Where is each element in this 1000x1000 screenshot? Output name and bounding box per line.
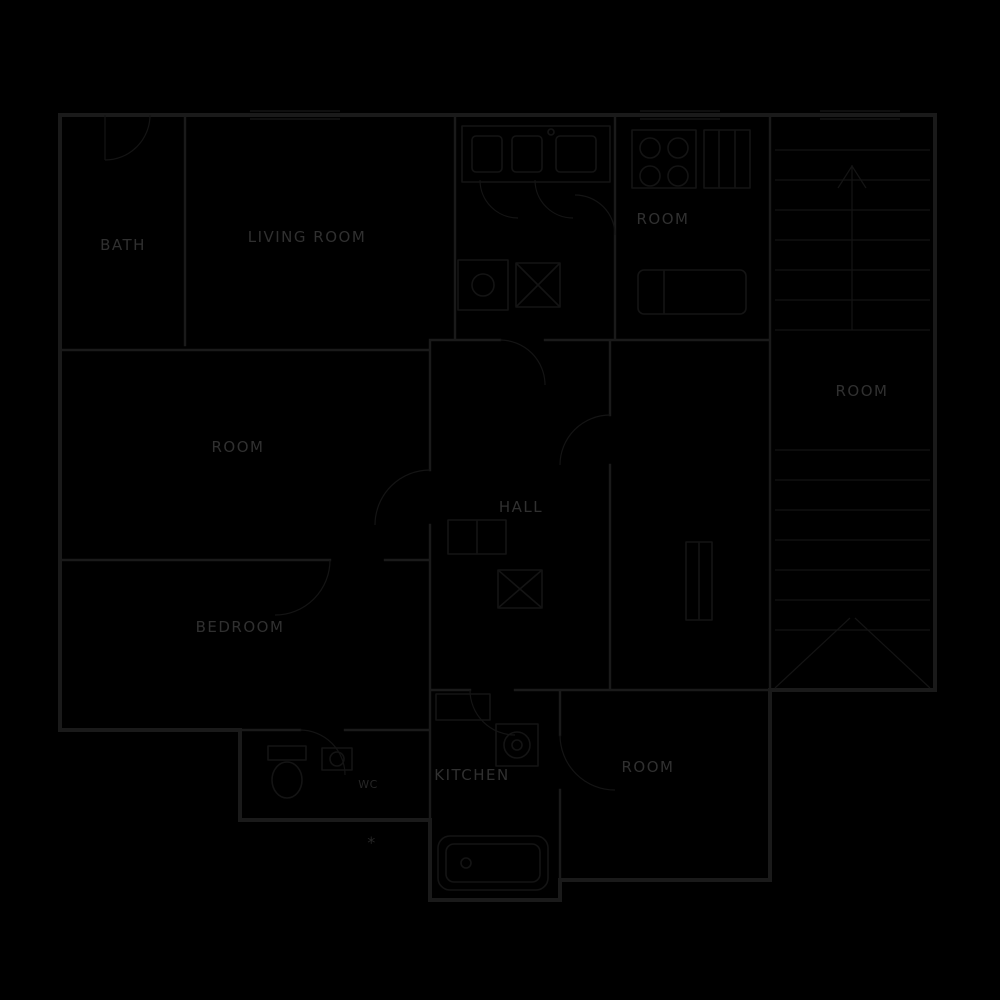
room-label-mid-left: ROOM (212, 438, 265, 456)
room-label-wc: WC (358, 778, 378, 791)
door-arc-icon (104, 114, 151, 161)
door-arcs (104, 114, 616, 791)
room-label-hall: HALL (499, 498, 543, 516)
room-label-living-room: LIVING ROOM (248, 228, 367, 246)
room-label-bedroom: BEDROOM (196, 618, 285, 636)
bed-icon (637, 269, 747, 315)
kitchen-counter-icon (435, 693, 491, 721)
stairs-icon (774, 149, 931, 689)
toilet-icon (267, 745, 307, 799)
sink-icon (461, 125, 611, 183)
door-arc-icon (299, 729, 346, 776)
door-arc-icon (534, 179, 574, 219)
door-arc-icon (559, 414, 611, 466)
footnote-marker: * (367, 833, 377, 852)
room-label-right-wing: ROOM (836, 382, 889, 400)
cabinet-icon (447, 519, 507, 555)
counter-icon (457, 259, 561, 311)
room-label-kitchen: KITCHEN (434, 766, 510, 784)
basin-icon (321, 747, 353, 771)
shaft-icon (497, 569, 543, 609)
door-arc-icon (374, 469, 431, 526)
fridge-icon (703, 129, 751, 189)
stove-icon (631, 129, 697, 189)
room-label-bath: BATH (100, 236, 146, 254)
room-label-top-right: ROOM (637, 210, 690, 228)
door-arc-icon (559, 734, 616, 791)
window-icon (250, 110, 900, 120)
door-arc-icon (499, 339, 546, 386)
room-label-bottom: ROOM (622, 758, 675, 776)
door-arc-icon (274, 559, 331, 616)
door-arc-icon (479, 179, 519, 219)
radiator-icon (685, 541, 713, 621)
interior-walls (58, 113, 772, 882)
door-arc-icon (469, 689, 516, 736)
washer-icon (495, 723, 539, 767)
door-arc-icon (574, 194, 616, 236)
bathtub-icon (437, 835, 549, 891)
